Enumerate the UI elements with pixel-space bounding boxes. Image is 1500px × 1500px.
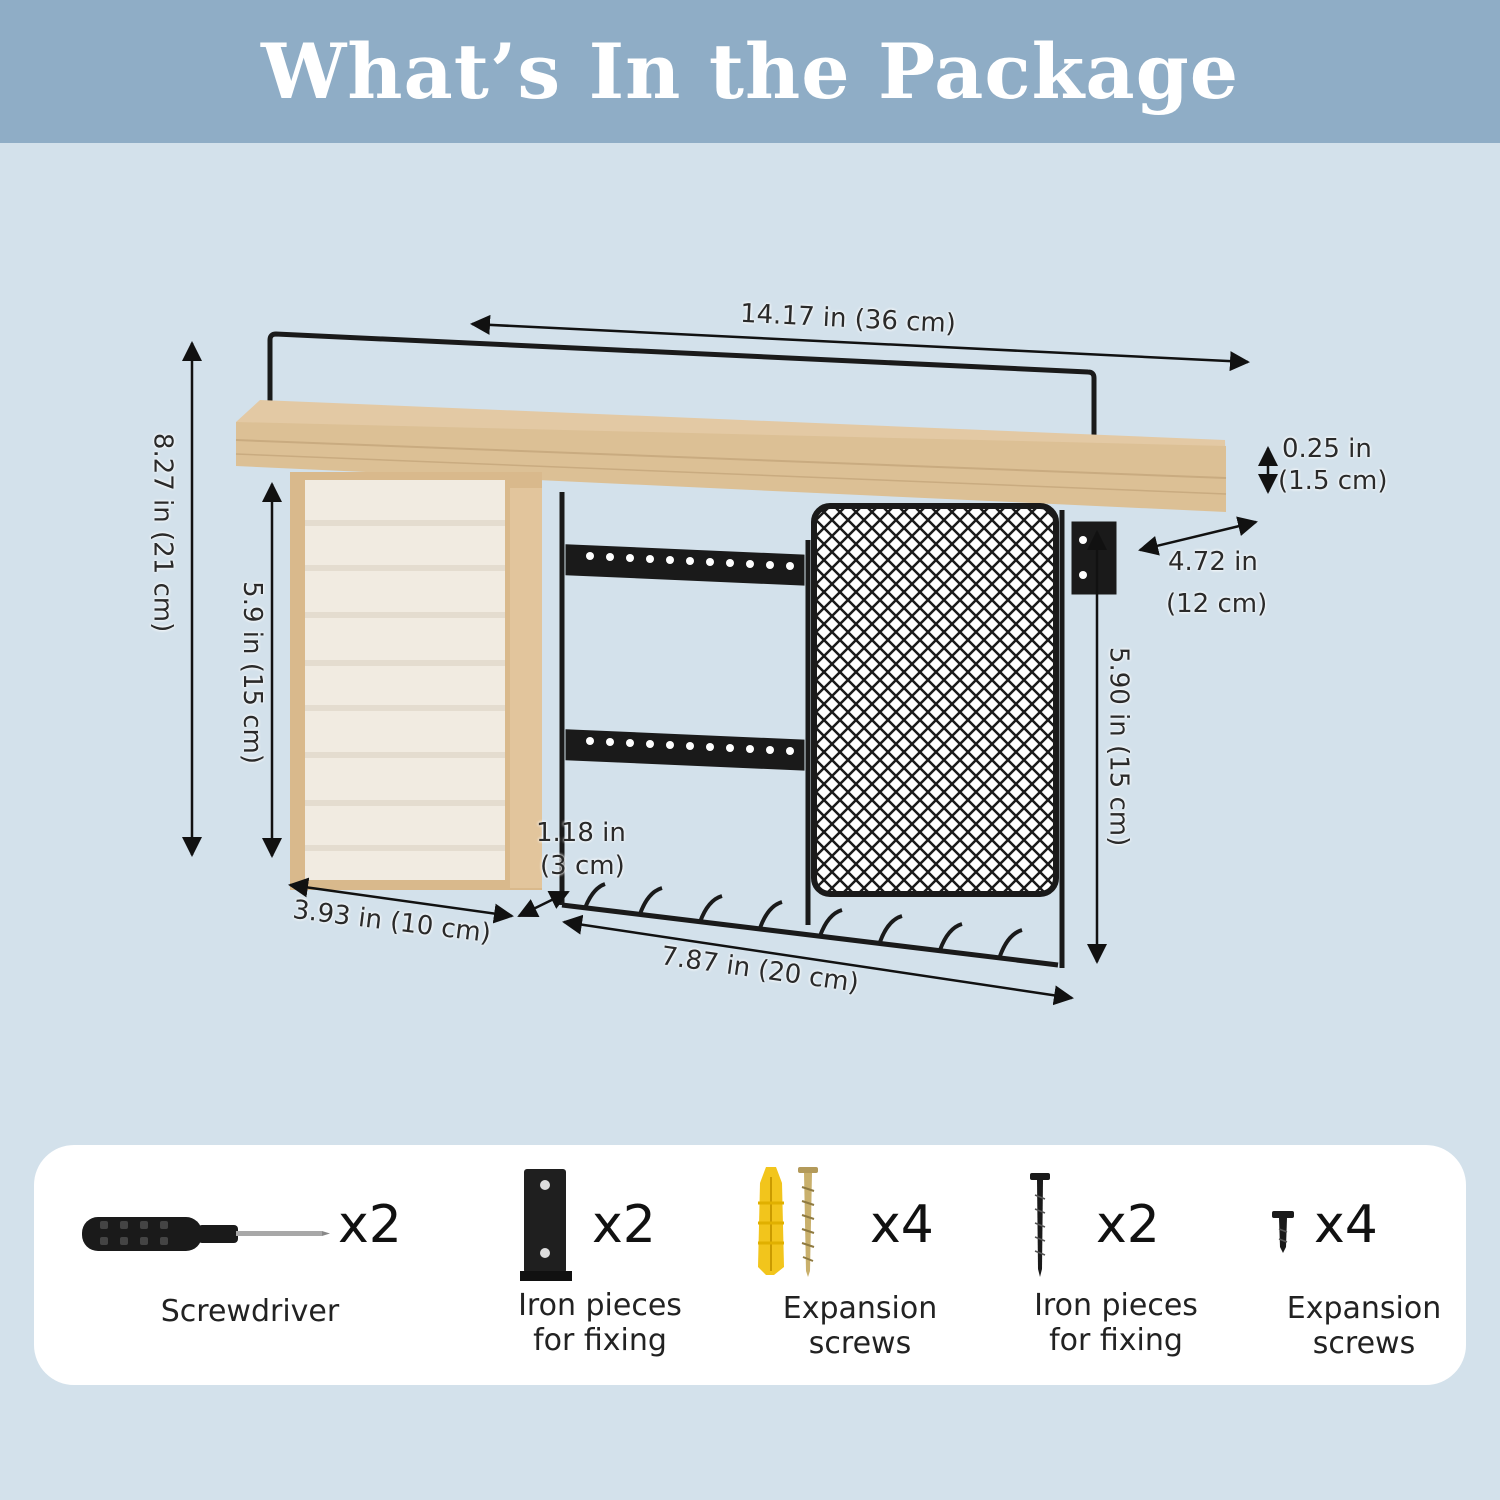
- iron-bracket-name: Iron pieces for fixing: [518, 1288, 682, 1358]
- product-diagram: 14.17 in (36 cm) 8.27 in (21 cm) 5.9 in …: [0, 143, 1500, 1133]
- anchor-screws-qty: x4: [870, 1195, 934, 1255]
- page-title: What’s In the Package: [260, 27, 1240, 116]
- package-item-small-screws: x4 Expansion screws: [1234, 1145, 1494, 1385]
- long-screws-qty: x2: [1096, 1195, 1160, 1255]
- package-contents-panel: x2 Screwdriver x2 Iron pieces for fixing…: [34, 1145, 1466, 1385]
- screwdriver-qty: x2: [338, 1195, 402, 1255]
- tray-height-label: 5.9 in (15 cm): [237, 581, 268, 765]
- small-screw-icon: [1272, 1211, 1294, 1253]
- wood-shelf: [235, 400, 1227, 512]
- small-screws-name: Expansion screws: [1286, 1291, 1442, 1361]
- package-item-long-screws: x2 Iron pieces for fixing: [986, 1145, 1246, 1385]
- gap-label-line1: 1.18 in: [536, 818, 626, 848]
- shelf-depth-line1: 4.72 in: [1168, 547, 1258, 577]
- iron-bracket-qty: x2: [592, 1195, 656, 1255]
- gap-label-line2: (3 cm): [540, 851, 625, 881]
- iron-bracket-icon: [520, 1169, 572, 1281]
- package-item-screwdriver: x2 Screwdriver: [80, 1145, 402, 1385]
- product-illustration: [182, 314, 1278, 1006]
- metal-rack: [559, 492, 1117, 968]
- header-banner: What’s In the Package: [0, 0, 1500, 143]
- rack-height-label: 5.90 in (15 cm): [1103, 646, 1134, 847]
- package-item-anchor-screws: x4 Expansion screws: [734, 1145, 994, 1385]
- earring-holes: [586, 536, 1087, 755]
- screwdriver-icon: [82, 1217, 330, 1251]
- anchor-screws-name: Expansion screws: [782, 1291, 938, 1361]
- dimension-arrows: [182, 314, 1278, 1006]
- anchor-screw-icon: [758, 1167, 818, 1277]
- screwdriver-name: Screwdriver: [160, 1294, 340, 1329]
- overall-height-label: 8.27 in (21 cm): [147, 432, 178, 633]
- package-item-iron-bracket: x2 Iron pieces for fixing: [470, 1145, 730, 1385]
- small-screws-qty: x4: [1314, 1195, 1378, 1255]
- long-screw-icon: [1030, 1173, 1050, 1277]
- shelf-depth-line2: (12 cm): [1166, 589, 1268, 619]
- long-screws-name: Iron pieces for fixing: [1034, 1288, 1198, 1358]
- shelf-thickness-line1: 0.25 in: [1282, 434, 1372, 464]
- shelf-thickness-line2: (1.5 cm): [1278, 466, 1388, 496]
- velvet-tray: [290, 472, 542, 890]
